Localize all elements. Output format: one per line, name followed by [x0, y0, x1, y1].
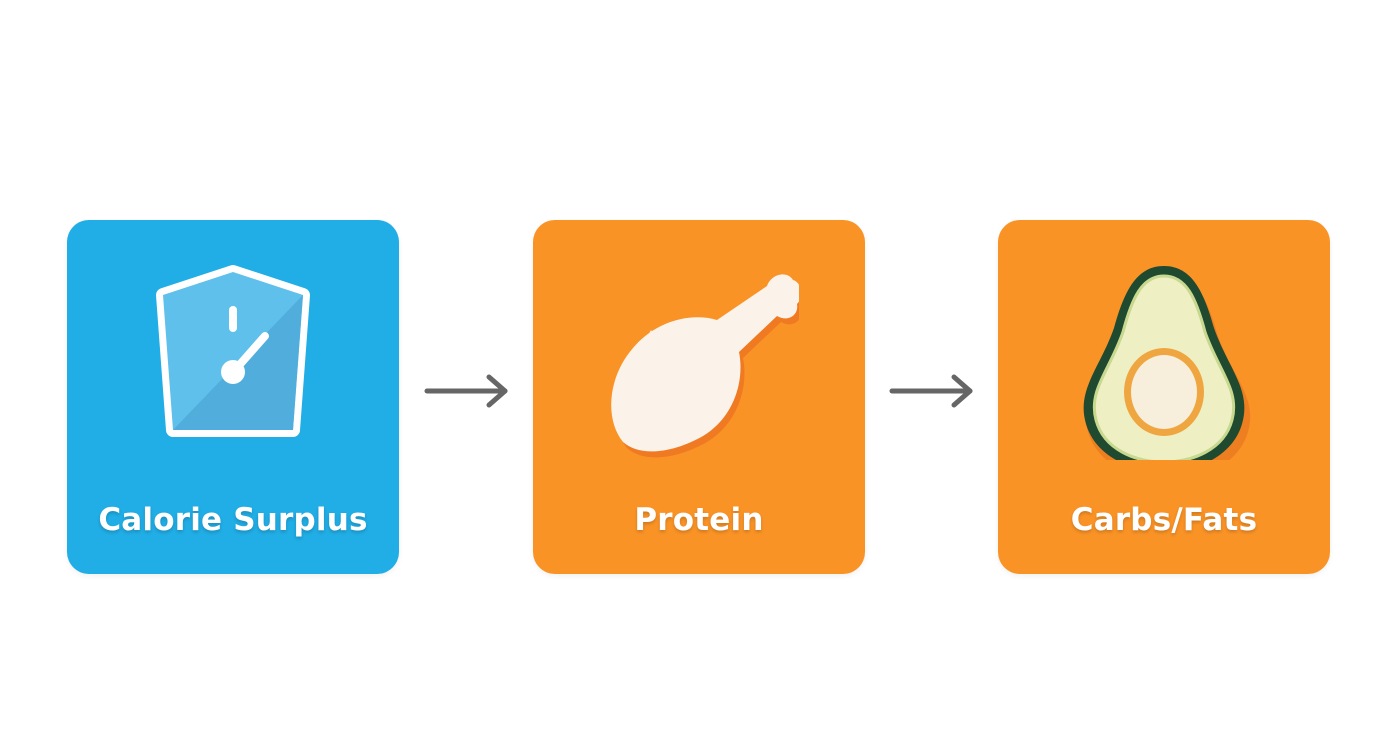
step-label: Carbs/Fats: [1070, 502, 1258, 538]
chicken-leg-icon: [611, 274, 799, 458]
step-card-carbs-fats: Carbs/Fats: [998, 220, 1330, 574]
arrow-right-icon: [424, 374, 508, 408]
scale-icon: [156, 265, 310, 437]
step-card-protein: Protein: [533, 220, 865, 574]
step-label: Calorie Surplus: [98, 502, 368, 538]
step-card-calorie-surplus: Calorie Surplus: [67, 220, 399, 574]
step-label: Protein: [634, 502, 764, 538]
avocado-icon: [1083, 266, 1251, 460]
arrow-right-icon: [889, 374, 973, 408]
